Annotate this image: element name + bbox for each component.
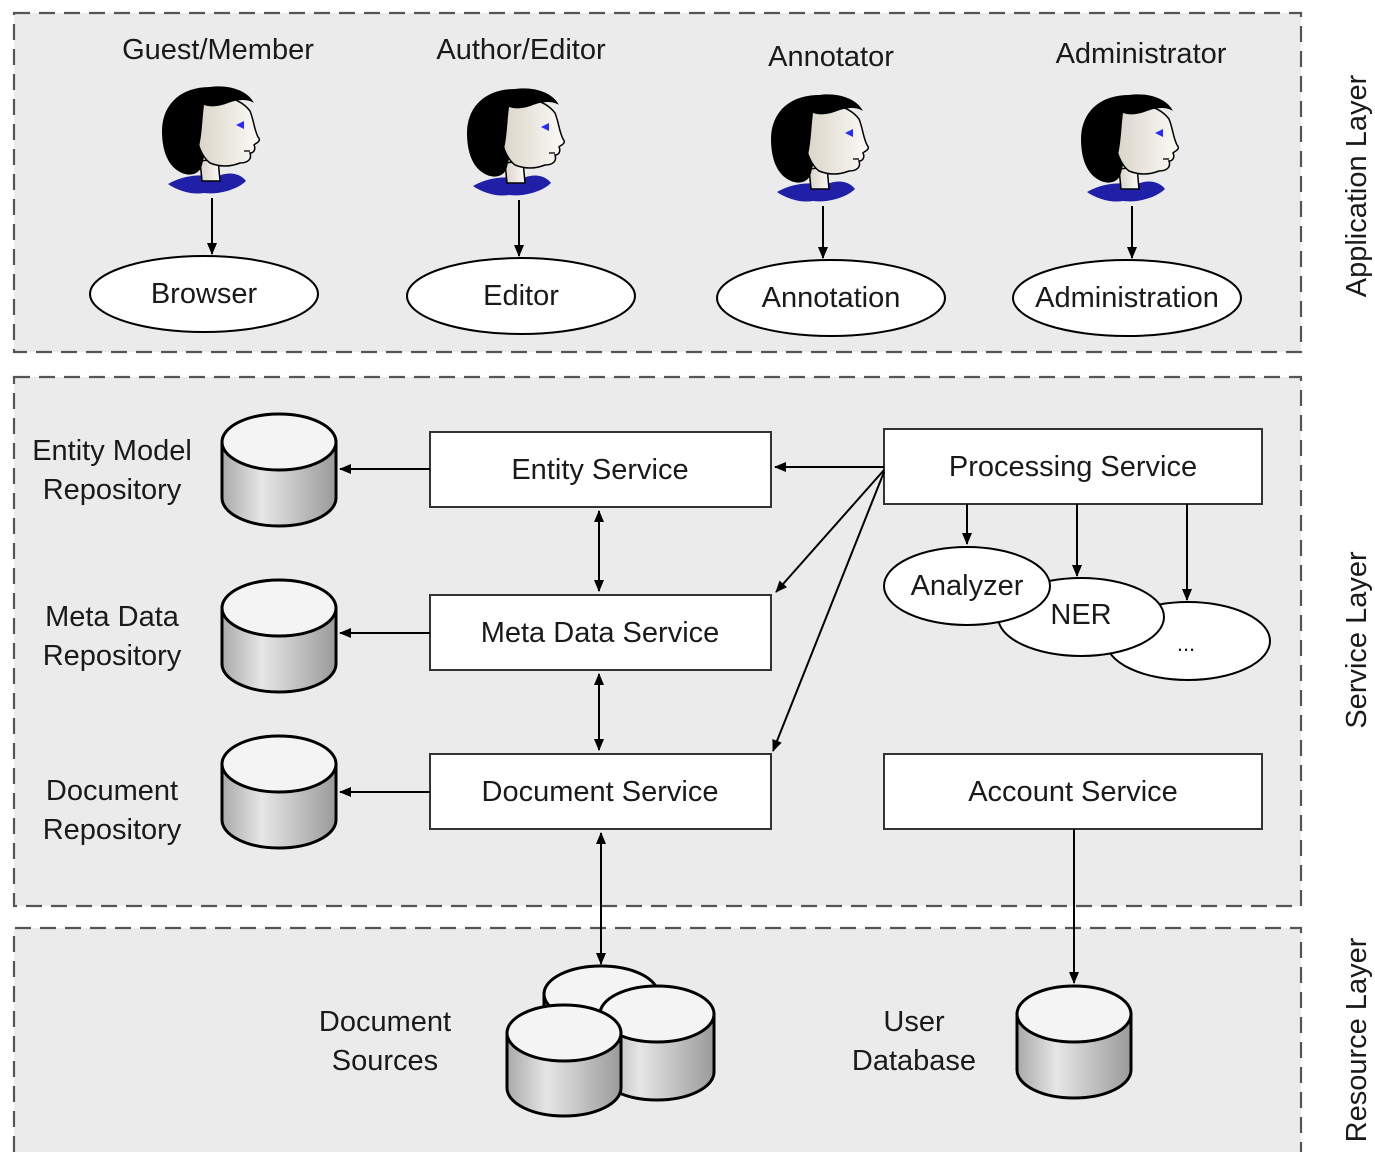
client-label-administration: Administration xyxy=(1035,282,1219,314)
entity-model-repository-cylinder-icon xyxy=(220,412,338,528)
client-label-annotation: Annotation xyxy=(762,282,901,314)
meta-data-service-label: Meta Data Service xyxy=(481,617,720,649)
actor-role-annotator: Annotator xyxy=(768,41,894,73)
more-processor-label: ... xyxy=(1177,631,1195,656)
repo-label-entity-model-line2: Repository xyxy=(43,474,182,506)
application-layer-label: Application Layer xyxy=(1341,74,1373,297)
client-label-browser: Browser xyxy=(151,278,258,310)
processing-to-document-arrow xyxy=(772,471,885,752)
client-ellipse-browser xyxy=(89,255,319,333)
entity-service-box xyxy=(429,431,772,508)
meta-data-repository-cylinder-icon xyxy=(220,578,338,694)
processing-service-box xyxy=(883,428,1263,505)
meta-data-service-box xyxy=(429,594,772,671)
user-database-label-line2: Database xyxy=(852,1045,976,1077)
document-sources-label-line1: Document xyxy=(319,1006,451,1038)
resource-layer-label: Resource Layer xyxy=(1341,937,1373,1142)
entity-service-label: Entity Service xyxy=(511,454,688,486)
client-label-editor: Editor xyxy=(483,280,559,312)
processing-to-metadata-arrow xyxy=(775,469,885,593)
processing-service-label: Processing Service xyxy=(949,451,1197,483)
service-layer-label: Service Layer xyxy=(1341,551,1373,729)
user-database-label-line1: User xyxy=(883,1006,945,1038)
analyzer-processor-label: Analyzer xyxy=(911,570,1024,602)
analyzer-processor-ellipse xyxy=(883,546,1051,626)
repo-label-meta-data-line2: Repository xyxy=(43,640,182,672)
user-database-cylinder-icon xyxy=(1015,984,1133,1100)
document-service-label: Document Service xyxy=(482,776,719,808)
repo-label-document-line1: Document xyxy=(46,775,178,807)
document-repository-cylinder-icon xyxy=(220,734,338,850)
document-service-box xyxy=(429,753,772,830)
actor-role-guest-member: Guest/Member xyxy=(122,34,314,66)
client-ellipse-administration xyxy=(1012,259,1242,337)
account-service-label: Account Service xyxy=(968,776,1178,808)
ner-processor-label: NER xyxy=(1050,599,1111,631)
actor-role-author-editor: Author/Editor xyxy=(436,34,606,66)
document-sources-cylinders-icon xyxy=(505,964,716,1118)
client-ellipse-editor xyxy=(406,257,636,335)
actor-role-administrator: Administrator xyxy=(1056,38,1227,70)
repo-label-entity-model-line1: Entity Model xyxy=(32,435,192,467)
document-sources-label-line2: Sources xyxy=(332,1045,438,1077)
repo-label-meta-data-line1: Meta Data xyxy=(45,601,180,633)
repo-label-document-line2: Repository xyxy=(43,814,182,846)
client-ellipse-annotation xyxy=(716,259,946,337)
